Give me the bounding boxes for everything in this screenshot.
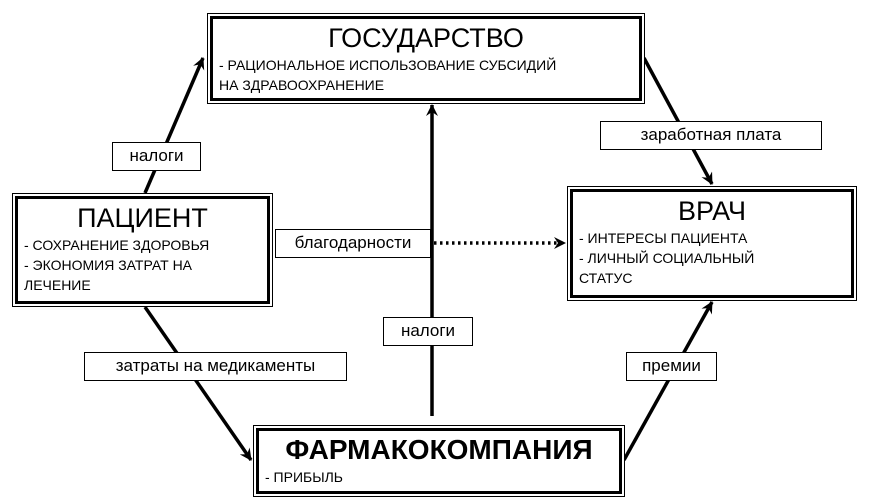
edge-label-patient-state: налоги [112, 142, 201, 171]
node-doctor: ВРАЧ - ИНТЕРЕСЫ ПАЦИЕНТА - ЛИЧНЫЙ СОЦИАЛ… [567, 186, 857, 301]
arrow-pharma-to-doctor [622, 301, 714, 461]
node-item: - ИНТЕРЕСЫ ПАЦИЕНТА [579, 230, 748, 246]
arrow-patient-to-pharma [143, 306, 253, 461]
edge-label-pharma-doctor: премии [626, 352, 717, 381]
edge-label-patient-doctor: благодарности [275, 229, 431, 258]
node-item: - ЛИЧНЫЙ СОЦИАЛЬНЫЙ [579, 250, 755, 266]
node-item: НА ЗДРАВООХРАНЕНИЕ [219, 77, 385, 93]
edge-label-pharma-state: налоги [383, 317, 473, 346]
node-item: - ЭКОНОМИЯ ЗАТРАТ НА [24, 257, 193, 273]
node-title: ВРАЧ [677, 196, 747, 226]
arrow-patient-to-state [143, 57, 205, 194]
edge-label-state-doctor: заработная плата [600, 121, 822, 150]
node-item: - СОХРАНЕНИЕ ЗДОРОВЬЯ [24, 237, 210, 253]
node-state: ГОСУДАРСТВО - РАЦИОНАЛЬНОЕ ИСПОЛЬЗОВАНИЕ… [207, 13, 645, 104]
node-item: СТАТУС [579, 270, 633, 286]
node-title: ФАРМАКОКОМПАНИЯ [285, 434, 593, 465]
node-item: - ПРИБЫЛЬ [265, 469, 343, 485]
node-title: ПАЦИЕНТ [77, 203, 208, 233]
edge-label-patient-pharma: затраты на медикаменты [84, 352, 347, 381]
node-title: ГОСУДАРСТВО [328, 23, 524, 53]
node-patient: ПАЦИЕНТ - СОХРАНЕНИЕ ЗДОРОВЬЯ - ЭКОНОМИЯ… [12, 193, 273, 307]
node-pharma: ФАРМАКОКОМПАНИЯ - ПРИБЫЛЬ [253, 425, 625, 497]
node-item: ЛЕЧЕНИЕ [24, 277, 91, 293]
node-item: - РАЦИОНАЛЬНОЕ ИСПОЛЬЗОВАНИЕ СУБСИДИЙ [219, 57, 557, 73]
